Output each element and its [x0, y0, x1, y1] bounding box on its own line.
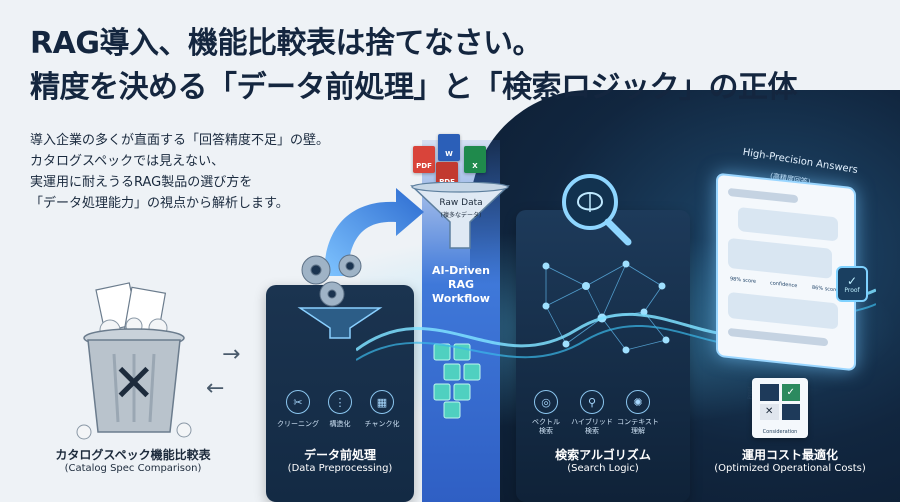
- trash-can-icon: [76, 282, 192, 440]
- method-label-hybrid: ハイブリッド 検索: [567, 418, 617, 436]
- catalog-label-en: (Catalog Spec Comparison): [64, 463, 202, 474]
- context-icon: ✺: [626, 390, 650, 414]
- reject-cross-icon: ✕: [112, 354, 156, 414]
- pdf-file-icon: PDF: [413, 146, 435, 173]
- cleaning-icon: ✂: [286, 390, 310, 414]
- chat-bubble: [728, 237, 832, 279]
- intro-line: 「データ処理能力」の視点から解析します。: [30, 196, 289, 211]
- gears-funnel-icon: [297, 254, 383, 339]
- workflow-line-2: RAG: [447, 278, 474, 291]
- method-label-vector: ベクトル 検索: [521, 418, 571, 436]
- check-icon: ✓: [846, 273, 858, 288]
- word-file-icon: W: [438, 134, 460, 161]
- matrix-cell: [781, 403, 800, 420]
- score-chip: confidence: [770, 280, 798, 290]
- excel-file-icon: X: [464, 146, 486, 173]
- curved-arrow-icon: [324, 188, 424, 276]
- cross-icon: ✕: [760, 403, 779, 420]
- consideration-card: Proof ✓ ✕ Consideration: [747, 378, 808, 438]
- chat-bubble: [738, 206, 838, 242]
- catalog-caption: カタログスペック機能比較表 (Catalog Spec Comparison): [38, 446, 228, 474]
- chat-bubble: [728, 291, 838, 330]
- chunking-icon: ▦: [370, 390, 394, 414]
- step-label-chunking: チャンク化: [364, 420, 400, 428]
- title-line-2: 精度を決める「データ前処理」と「検索ロジック」の正体: [30, 70, 798, 105]
- intro-line: 実運用に耐えうるRAG製品の選び方を: [30, 175, 253, 190]
- consideration-label: Consideration: [762, 429, 798, 435]
- catalog-label-jp: カタログスペック機能比較表: [55, 448, 211, 462]
- preprocessing-caption: データ前処理 (Data Preprocessing): [266, 446, 414, 474]
- structuring-icon: ⋮: [328, 390, 352, 414]
- brain-magnifier-icon: [562, 174, 632, 246]
- step-label-structuring: 構造化: [329, 420, 351, 428]
- check-icon: ✓: [781, 384, 800, 401]
- search-caption: 検索アルゴリズム (Search Logic): [516, 446, 690, 474]
- method-label-line: 検索: [585, 427, 599, 435]
- method-label-context: コンテキスト 理解: [613, 418, 663, 436]
- cost-label-jp: 運用コスト最適化: [741, 448, 838, 462]
- search-label-jp: 検索アルゴリズム: [555, 448, 651, 462]
- method-label-line: 理解: [631, 427, 645, 435]
- preprocessing-label-jp: データ前処理: [303, 448, 376, 462]
- arrow-left-icon: ←: [206, 376, 225, 401]
- score-chip: 86% score: [812, 284, 839, 294]
- method-label-line: ベクトル: [532, 418, 560, 426]
- preprocessing-label-en: (Data Preprocessing): [287, 463, 393, 474]
- cost-label-en: (Optimized Operational Costs): [714, 463, 866, 474]
- step-label-cleaning: クリーニング: [277, 420, 319, 428]
- text-placeholder-bar: [728, 327, 828, 347]
- cost-caption: 運用コスト最適化 (Optimized Operational Costs): [700, 446, 880, 474]
- page-title: RAG導入、機能比較表は捨てなさい。 精度を決める「データ前処理」と「検索ロジッ…: [30, 22, 798, 110]
- score-chip: 98% score: [730, 276, 757, 285]
- workflow-line-3: Workflow: [432, 292, 490, 305]
- proof-badge: ✓ Proof: [836, 266, 868, 302]
- arrow-right-icon: →: [222, 342, 241, 367]
- workflow-label: AI-Driven RAG Workflow: [422, 264, 500, 306]
- proof-side-label: Proof: [747, 386, 754, 400]
- proof-label: Proof: [844, 286, 860, 294]
- matrix-cell: [760, 384, 779, 401]
- method-label-line: 検索: [539, 427, 553, 435]
- search-label-en: (Search Logic): [567, 463, 639, 474]
- raw-data-subtitle: (複多なデータ): [440, 212, 482, 219]
- answer-window: 98% score confidence 86% score: [716, 172, 856, 372]
- hybrid-search-icon: ⚲: [580, 390, 604, 414]
- raw-data-funnel-icon: [410, 182, 510, 249]
- method-label-line: コンテキスト: [617, 418, 659, 426]
- title-line-1: RAG導入、機能比較表は捨てなさい。: [30, 26, 542, 61]
- raw-data-title: Raw Data: [439, 198, 483, 208]
- vector-search-icon: ◎: [534, 390, 558, 414]
- workflow-line-1: AI-Driven: [432, 264, 490, 277]
- intro-line: 導入企業の多くが直面する「回答精度不足」の壁。: [30, 133, 330, 148]
- intro-line: カタログスペックでは見えない、: [30, 154, 225, 169]
- intro-text: 導入企業の多くが直面する「回答精度不足」の壁。 カタログスペックでは見えない、 …: [30, 130, 329, 214]
- method-label-line: ハイブリッド: [571, 418, 613, 426]
- text-placeholder-bar: [728, 187, 798, 204]
